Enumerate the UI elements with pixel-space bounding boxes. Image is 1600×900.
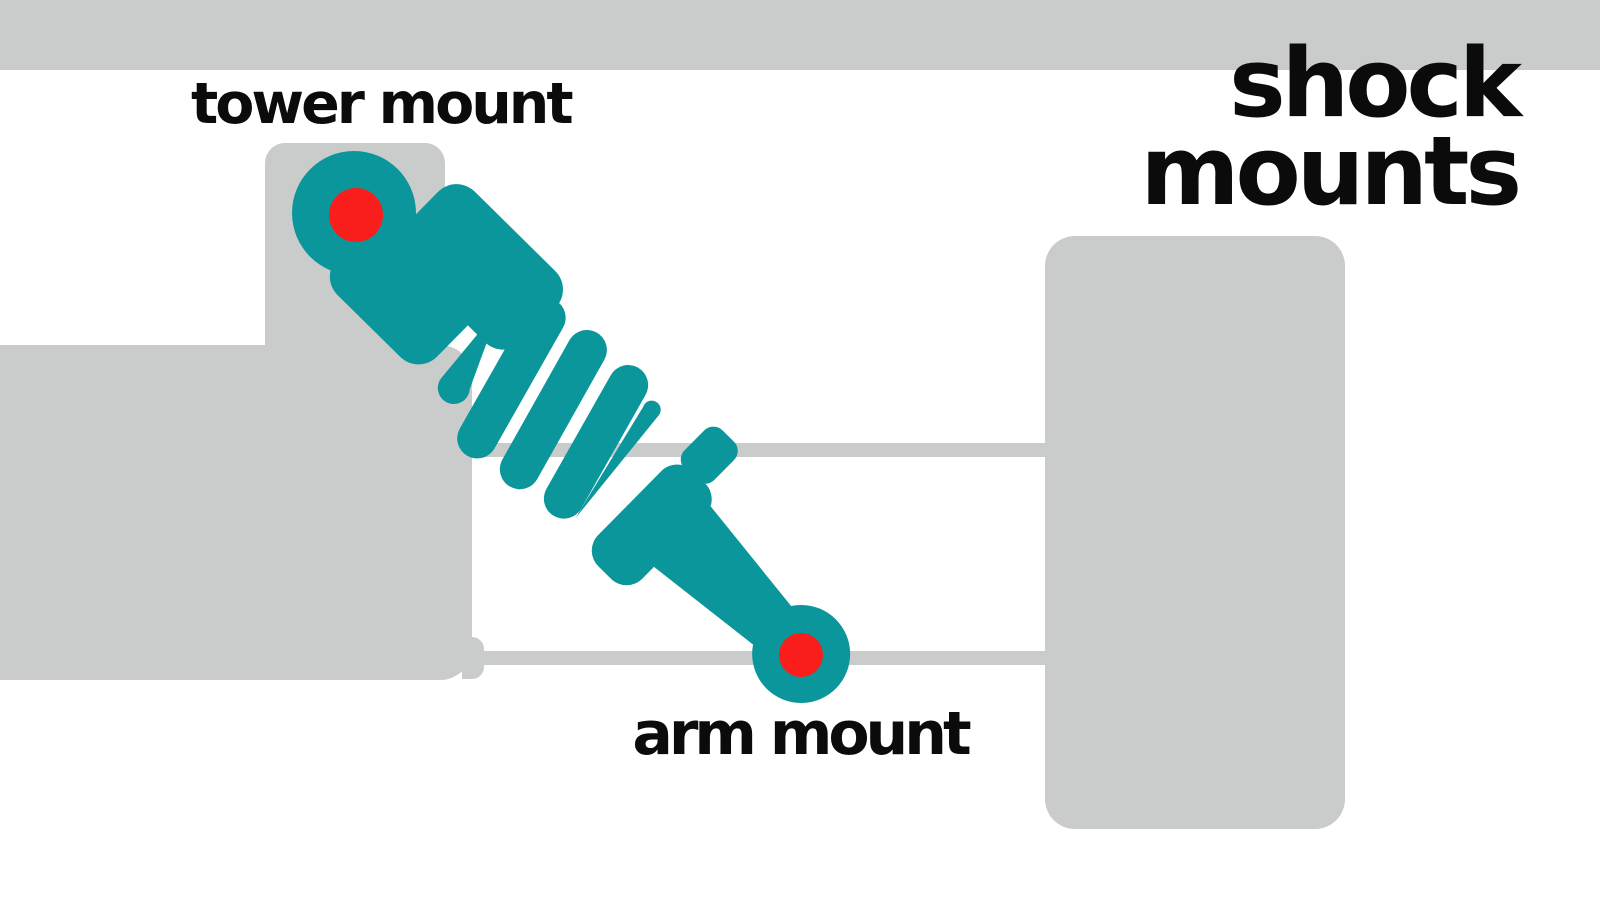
page-title: shock mounts <box>1140 29 1522 227</box>
arm-pivot-dot <box>779 633 823 677</box>
shock-shaft <box>649 503 792 646</box>
tower-pivot-dot <box>329 188 383 242</box>
knuckle-block <box>1045 236 1345 829</box>
lower-arm-boss <box>462 637 484 679</box>
ground-bar <box>0 0 1600 70</box>
page-title-line1: shock <box>1229 29 1522 139</box>
spring-coil-wedge <box>575 400 661 519</box>
shock-crossbar <box>591 464 712 586</box>
tower-mount-label: tower mount <box>191 71 574 137</box>
arm-mount-label: arm mount <box>632 699 971 769</box>
shock-crossbar-nub <box>680 426 738 484</box>
chassis-block <box>0 345 472 680</box>
spring-coil <box>543 365 649 519</box>
page-title-line2: mounts <box>1140 117 1522 227</box>
spring-coil <box>499 329 607 490</box>
shock-body-cylinder <box>396 184 563 350</box>
spring-coil <box>457 297 566 459</box>
spring-coil-wedge <box>437 307 500 404</box>
